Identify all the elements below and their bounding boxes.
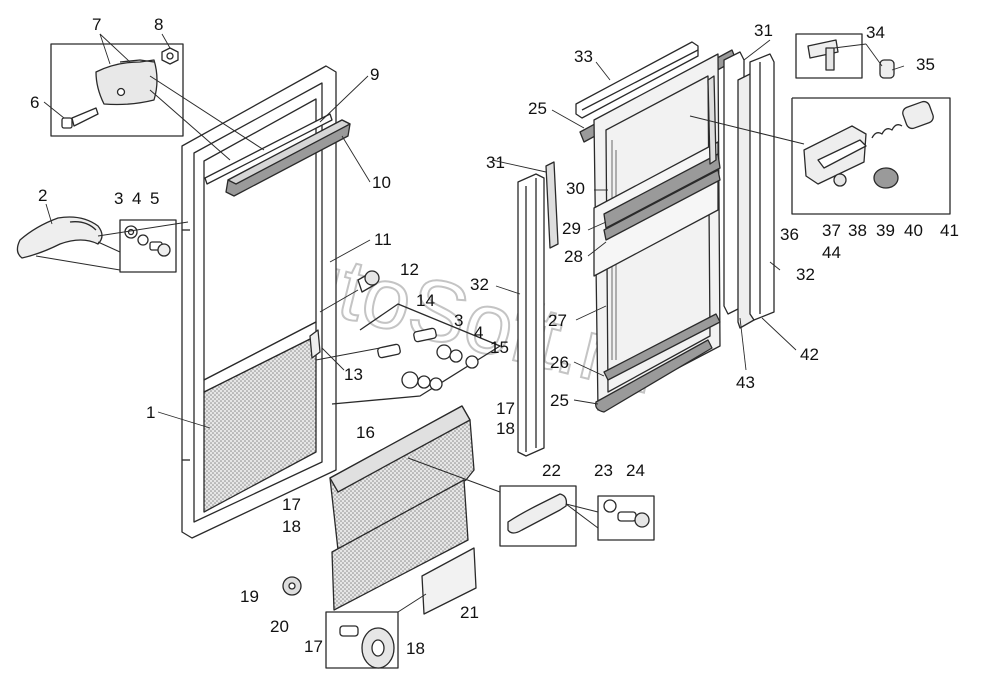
callout-3: 3	[114, 189, 123, 208]
callout-15: 15	[490, 338, 509, 357]
callout-18a: 18	[496, 419, 515, 438]
window-glass-frame	[593, 53, 721, 411]
callout-18c: 18	[406, 639, 425, 658]
callout-3b: 3	[454, 311, 463, 330]
callout-1: 1	[146, 403, 155, 422]
bolt-12	[319, 270, 380, 313]
callout-14: 14	[416, 291, 435, 310]
callout-28: 28	[564, 247, 583, 266]
leader-lines	[43, 33, 905, 429]
callout-19: 19	[240, 587, 259, 606]
callout-23: 23	[594, 461, 613, 480]
door-frame	[181, 65, 337, 539]
callout-31a: 31	[486, 153, 505, 172]
callout-17a: 17	[496, 399, 515, 418]
callout-31b: 31	[754, 21, 773, 40]
callout-12: 12	[400, 260, 419, 279]
callout-8: 8	[154, 15, 163, 34]
callout-21: 21	[460, 603, 479, 622]
callout-32a: 32	[470, 275, 489, 294]
callout-16: 16	[356, 423, 375, 442]
callout-44: 44	[822, 243, 841, 262]
bracket-13	[309, 329, 321, 359]
callout-18b: 18	[282, 517, 301, 536]
bracket-box-34-35	[795, 33, 895, 79]
callout-17c: 17	[304, 637, 323, 656]
plate-21	[421, 547, 477, 615]
callout-25a: 25	[550, 391, 569, 410]
callout-43: 43	[736, 373, 755, 392]
callout-20: 20	[270, 617, 289, 636]
knob-fastener-box	[325, 593, 427, 669]
callout-7: 7	[92, 15, 101, 34]
right-post-assembly	[707, 51, 775, 329]
callout-37: 37	[822, 221, 841, 240]
callout-25b: 25	[528, 99, 547, 118]
clip-19	[282, 576, 302, 596]
callout-30: 30	[566, 179, 585, 198]
callout-40: 40	[904, 221, 923, 240]
bottom-seal-strips	[595, 313, 721, 413]
callout-10: 10	[372, 173, 391, 192]
callout-33: 33	[574, 47, 593, 66]
callout-36: 36	[780, 225, 799, 244]
callout-17b: 17	[282, 495, 301, 514]
callout-5: 5	[150, 189, 159, 208]
callout-41: 41	[940, 221, 959, 240]
bracket-detail-box	[50, 43, 265, 161]
left-post-32	[517, 161, 559, 457]
callout-38: 38	[848, 221, 867, 240]
lining-panel-20	[331, 479, 469, 611]
callout-32b: 32	[796, 265, 815, 284]
screw-box-23-24	[565, 495, 655, 541]
callout-27: 27	[548, 311, 567, 330]
latch-detail-box	[689, 97, 951, 215]
callout-2: 2	[38, 186, 47, 205]
callout-35: 35	[916, 55, 935, 74]
callout-42: 42	[800, 345, 819, 364]
callout-39: 39	[876, 221, 895, 240]
callout-11: 11	[374, 230, 392, 249]
pull-handle-box	[499, 485, 577, 547]
callout-9: 9	[370, 65, 379, 84]
callout-26: 26	[550, 353, 569, 372]
hinge-fastener-box	[315, 303, 501, 405]
callout-13: 13	[344, 365, 363, 384]
callout-labels: 1 2 3 4 5 6 7 8 9 10 11 12 13 14 3 4 15 …	[30, 15, 959, 658]
callout-34: 34	[866, 23, 885, 42]
door-handle-part	[16, 216, 189, 273]
callout-29: 29	[562, 219, 581, 238]
callout-4b: 4	[474, 323, 483, 342]
callout-24: 24	[626, 461, 645, 480]
top-seal-strip	[204, 113, 351, 197]
callout-6: 6	[30, 93, 39, 112]
callout-4: 4	[132, 189, 141, 208]
callout-22: 22	[542, 461, 561, 480]
